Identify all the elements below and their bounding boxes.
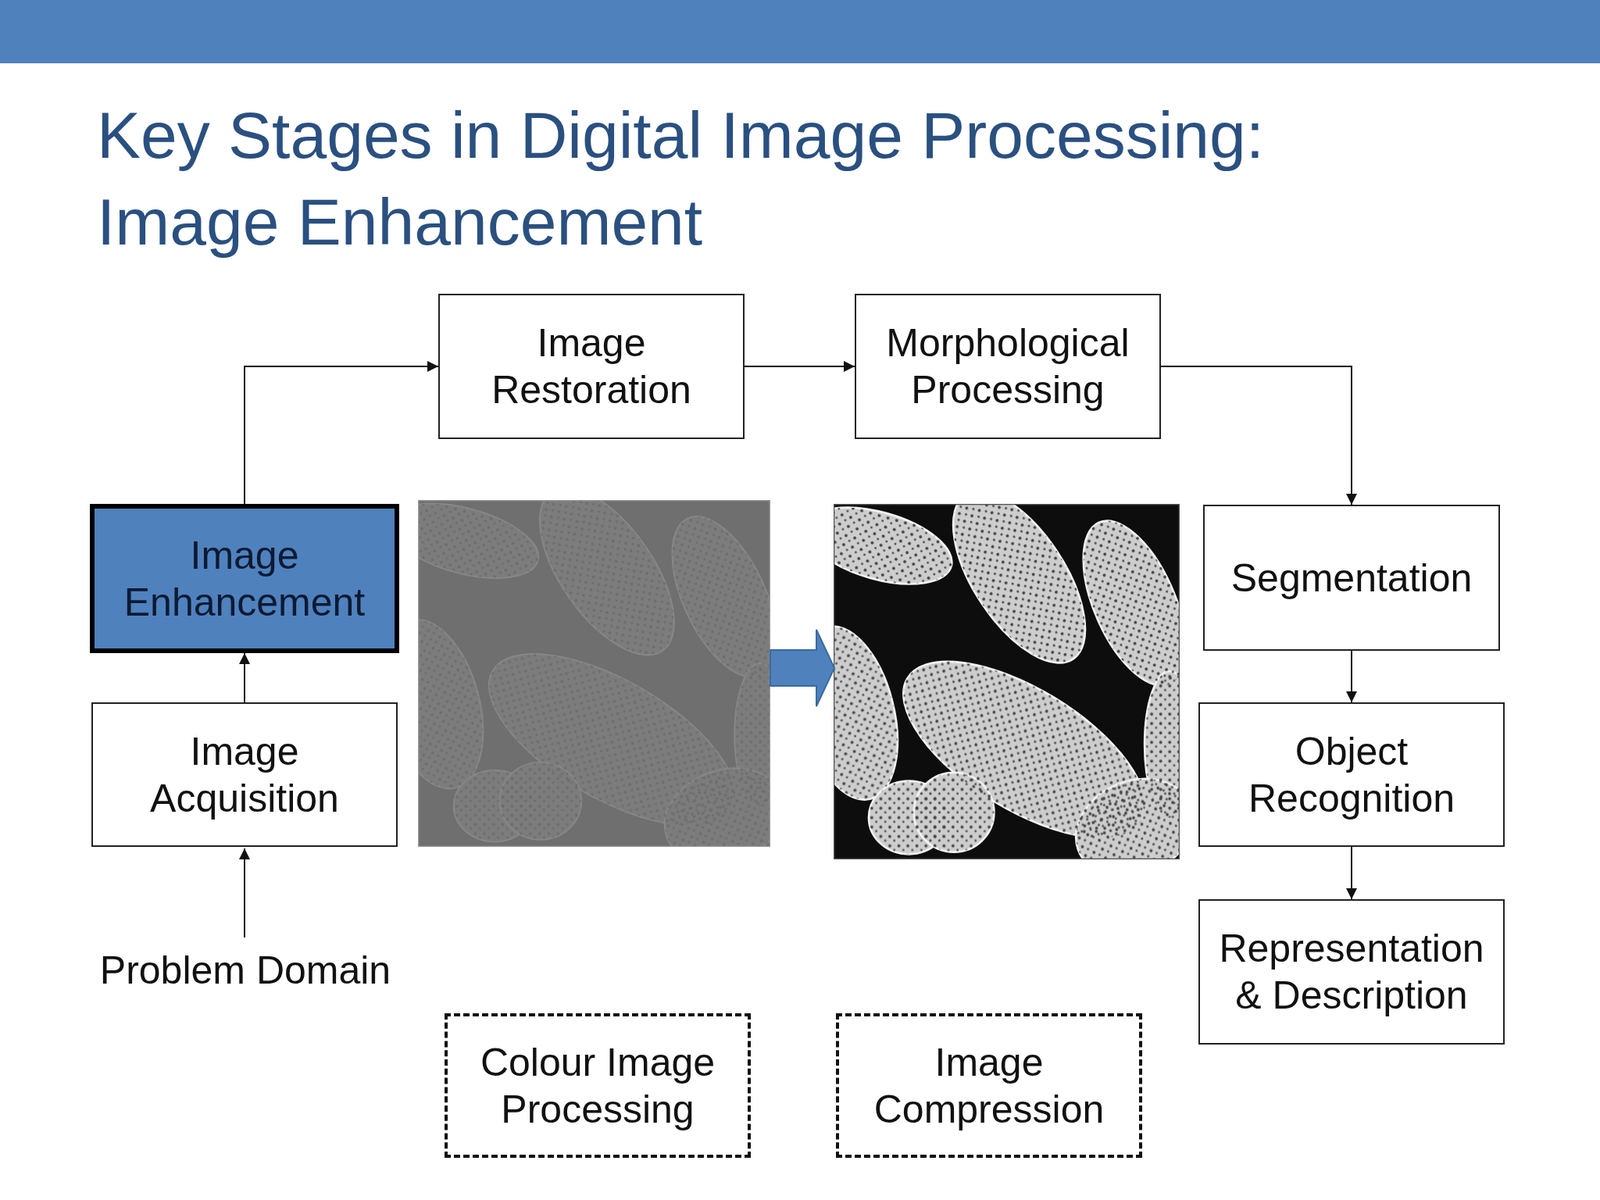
stage-label: Image Restoration: [452, 319, 731, 414]
stage-label: Image Acquisition: [105, 728, 384, 822]
optional-stage-box: Colour Image Processing: [444, 1013, 751, 1158]
stage-label: Image Compression: [851, 1039, 1127, 1133]
optional-stage-box: Image Compression: [835, 1013, 1143, 1158]
stage-box: Object Recognition: [1198, 702, 1505, 847]
stage-box: Segmentation: [1203, 504, 1500, 651]
stage-label: Colour Image Processing: [460, 1039, 736, 1133]
low-contrast-image: [366, 465, 798, 881]
stage-box: Image Restoration: [438, 293, 745, 440]
flow-arrow: [1160, 366, 1352, 505]
stage-label: Segmentation: [1231, 554, 1473, 602]
block-arrow: [770, 629, 835, 707]
highlighted-stage-box: Image Enhancement: [89, 503, 400, 654]
flow-arrow: [243, 653, 246, 703]
stage-label: Representation & Description: [1212, 925, 1491, 1019]
flow-arrow: [1350, 846, 1353, 900]
flow-arrow: [744, 365, 855, 368]
flow-arrow: [244, 366, 439, 504]
stage-label: Object Recognition: [1212, 728, 1491, 822]
input-arrow: [243, 848, 246, 938]
input-label: Problem Domain: [96, 946, 394, 994]
slide-title: Key Stages in Digital Image Processing: …: [96, 92, 1347, 266]
stage-label: Image Enhancement: [107, 532, 383, 626]
enhanced-image: [782, 468, 1208, 894]
stage-box: Representation & Description: [1198, 899, 1505, 1045]
flow-arrow: [1350, 650, 1353, 703]
stage-label: Morphological Processing: [868, 319, 1147, 414]
header-bar: [0, 0, 1600, 64]
stage-box: Image Acquisition: [91, 702, 398, 847]
stage-box: Morphological Processing: [854, 293, 1161, 440]
